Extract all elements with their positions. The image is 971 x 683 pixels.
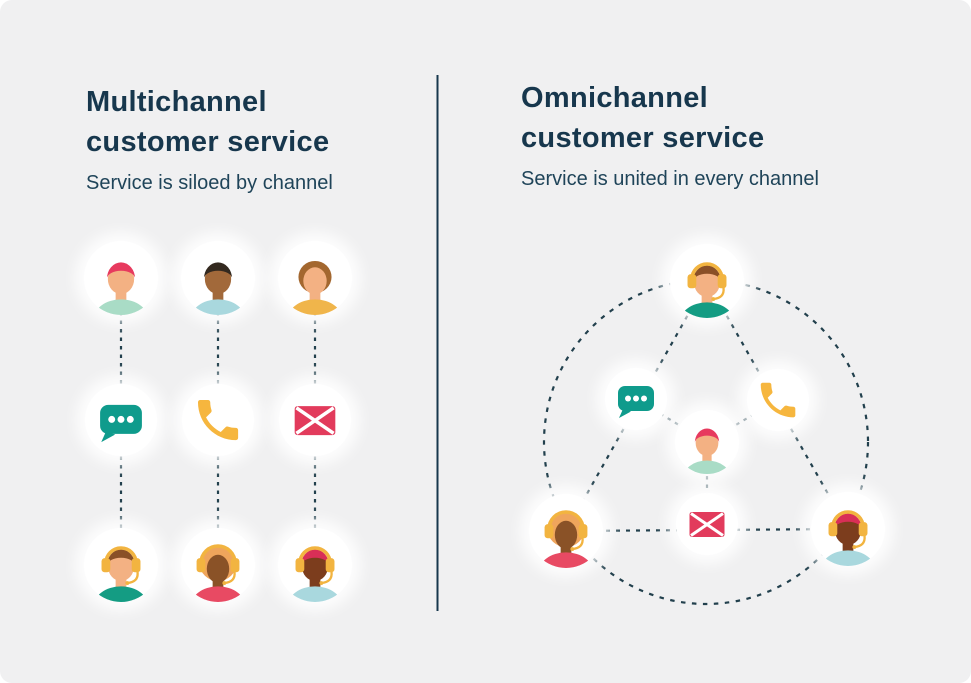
right-agent-top-avatar bbox=[670, 244, 744, 318]
phone-icon bbox=[760, 382, 796, 418]
avatar-graphic bbox=[678, 262, 736, 318]
avatar-graphic bbox=[286, 546, 344, 602]
omnichannel-subtitle: Service is united in every channel bbox=[521, 168, 819, 190]
envelope-icon bbox=[689, 512, 725, 537]
avatar-graphic bbox=[189, 544, 247, 602]
chat-bubble-icon bbox=[100, 404, 142, 443]
avatar-graphic bbox=[819, 510, 877, 566]
right-agent-bottom-left-avatar bbox=[529, 494, 603, 568]
left-customer-1-avatar bbox=[84, 241, 158, 315]
left-customer-3-avatar bbox=[278, 241, 352, 315]
right-email-channel-icon bbox=[676, 493, 738, 555]
right-phone-channel-icon bbox=[747, 369, 809, 431]
chat-bubble-icon bbox=[618, 386, 654, 418]
avatar-graphic bbox=[92, 546, 150, 602]
avatar-graphic bbox=[189, 262, 247, 315]
envelope-icon bbox=[294, 406, 336, 436]
avatar-graphic bbox=[682, 428, 732, 474]
right-agent-bottom-right-avatar bbox=[811, 492, 885, 566]
left-agent-2-avatar bbox=[181, 528, 255, 602]
left-agent-1-avatar bbox=[84, 528, 158, 602]
right-chat-channel-icon bbox=[605, 368, 667, 430]
avatar-graphic bbox=[286, 260, 344, 315]
left-email-channel-icon bbox=[279, 384, 351, 456]
left-chat-channel-icon bbox=[85, 384, 157, 456]
multichannel-subtitle: Service is siloed by channel bbox=[86, 172, 333, 194]
right-center-customer-avatar bbox=[675, 410, 739, 474]
left-customer-2-avatar bbox=[181, 241, 255, 315]
multichannel-title: Multichannel customer service bbox=[86, 86, 330, 158]
phone-icon bbox=[197, 399, 239, 441]
omnichannel-title: Omnichannel customer service bbox=[521, 82, 765, 154]
avatar-graphic bbox=[537, 510, 595, 568]
left-phone-channel-icon bbox=[182, 384, 254, 456]
omnichannel-panel-header: Omnichannel customer service Service is … bbox=[521, 78, 821, 191]
multichannel-panel-header: Multichannel customer service Service is… bbox=[86, 82, 386, 195]
left-agent-3-avatar bbox=[278, 528, 352, 602]
avatar-graphic bbox=[92, 262, 150, 315]
